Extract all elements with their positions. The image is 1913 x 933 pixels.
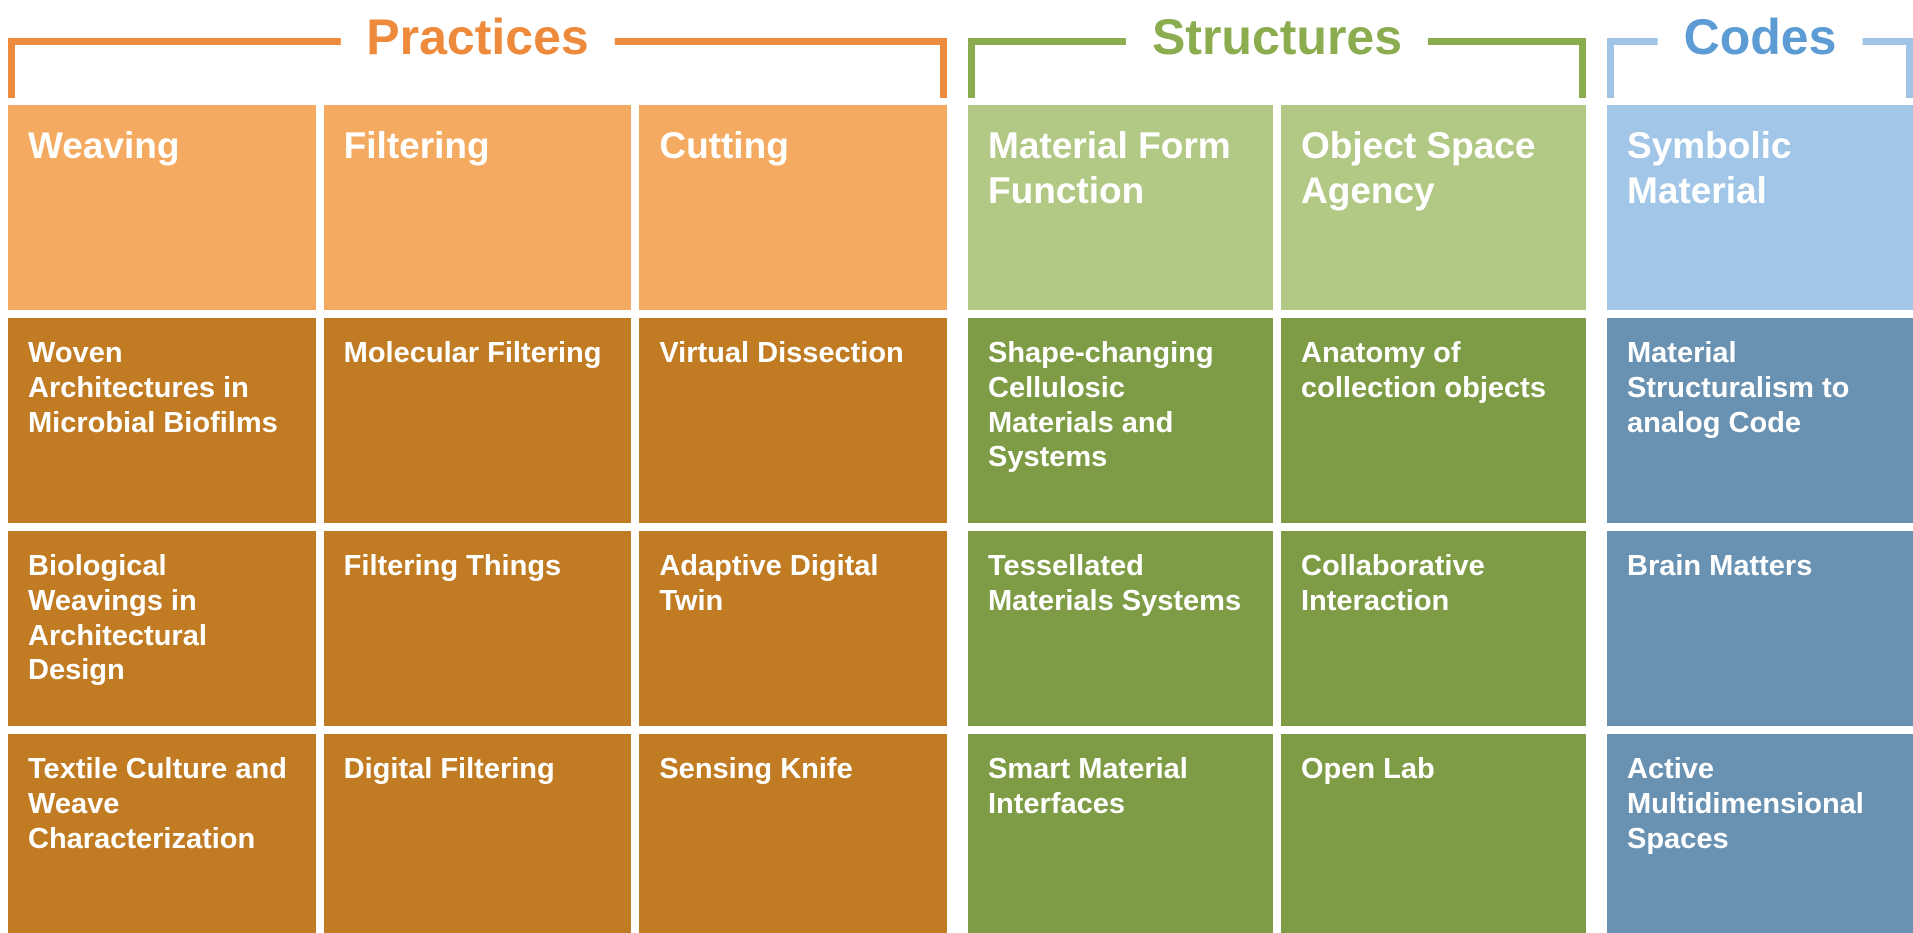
group-title-practices: Practices — [340, 0, 615, 74]
item-cell: Anatomy of collection objects — [1281, 318, 1586, 523]
group-practices: Practices Weaving Woven Architectures in… — [8, 0, 948, 933]
item-cell: Material Structuralism to analog Code — [1607, 318, 1913, 523]
item-cell: Adaptive Digital Twin — [639, 531, 948, 726]
item-cell: Biological Weavings in Architectural Des… — [8, 531, 316, 726]
column-material-form-function: Material Form Function Shape-changing Ce… — [968, 105, 1273, 933]
item-cell: Shape-changing Cellulosic Materials and … — [968, 318, 1273, 523]
column-filtering: Filtering Molecular Filtering Filtering … — [323, 105, 632, 933]
item-cell: Textile Culture and Weave Characterizati… — [8, 734, 316, 933]
item-cell: Smart Material Interfaces — [968, 734, 1273, 933]
item-cell: Open Lab — [1281, 734, 1586, 933]
column-header: Material Form Function — [968, 105, 1273, 310]
column-header: Cutting — [639, 105, 948, 310]
item-cell: Molecular Filtering — [323, 318, 632, 523]
item-cell: Collaborative Interaction — [1281, 531, 1586, 726]
item-cell: Sensing Knife — [639, 734, 948, 933]
column-header: Filtering — [323, 105, 632, 310]
item-cell: Virtual Dissection — [639, 318, 948, 523]
group-title-codes: Codes — [1657, 0, 1863, 74]
column-cutting: Cutting Virtual Dissection Adaptive Digi… — [639, 105, 948, 933]
column-header: Symbolic Material — [1607, 105, 1913, 310]
column-weaving: Weaving Woven Architectures in Microbial… — [8, 105, 316, 933]
codes-columns: Symbolic Material Material Structuralism… — [1607, 105, 1913, 933]
item-cell: Filtering Things — [323, 531, 632, 726]
structures-columns: Material Form Function Shape-changing Ce… — [968, 105, 1586, 933]
item-cell: Digital Filtering — [323, 734, 632, 933]
group-title-structures: Structures — [1125, 0, 1429, 74]
item-cell: Active Multidimensional Spaces — [1607, 734, 1913, 933]
column-object-space-agency: Object Space Agency Anatomy of collectio… — [1281, 105, 1586, 933]
group-structures: Structures Material Form Function Shape-… — [968, 0, 1586, 933]
practices-columns: Weaving Woven Architectures in Microbial… — [8, 105, 948, 933]
item-cell: Brain Matters — [1607, 531, 1913, 726]
item-cell: Woven Architectures in Microbial Biofilm… — [8, 318, 316, 523]
column-header: Object Space Agency — [1281, 105, 1586, 310]
item-cell: Tessellated Materials Systems — [968, 531, 1273, 726]
column-header: Weaving — [8, 105, 316, 310]
group-codes: Codes Symbolic Material Material Structu… — [1607, 0, 1913, 933]
column-symbolic-material: Symbolic Material Material Structuralism… — [1607, 105, 1913, 933]
